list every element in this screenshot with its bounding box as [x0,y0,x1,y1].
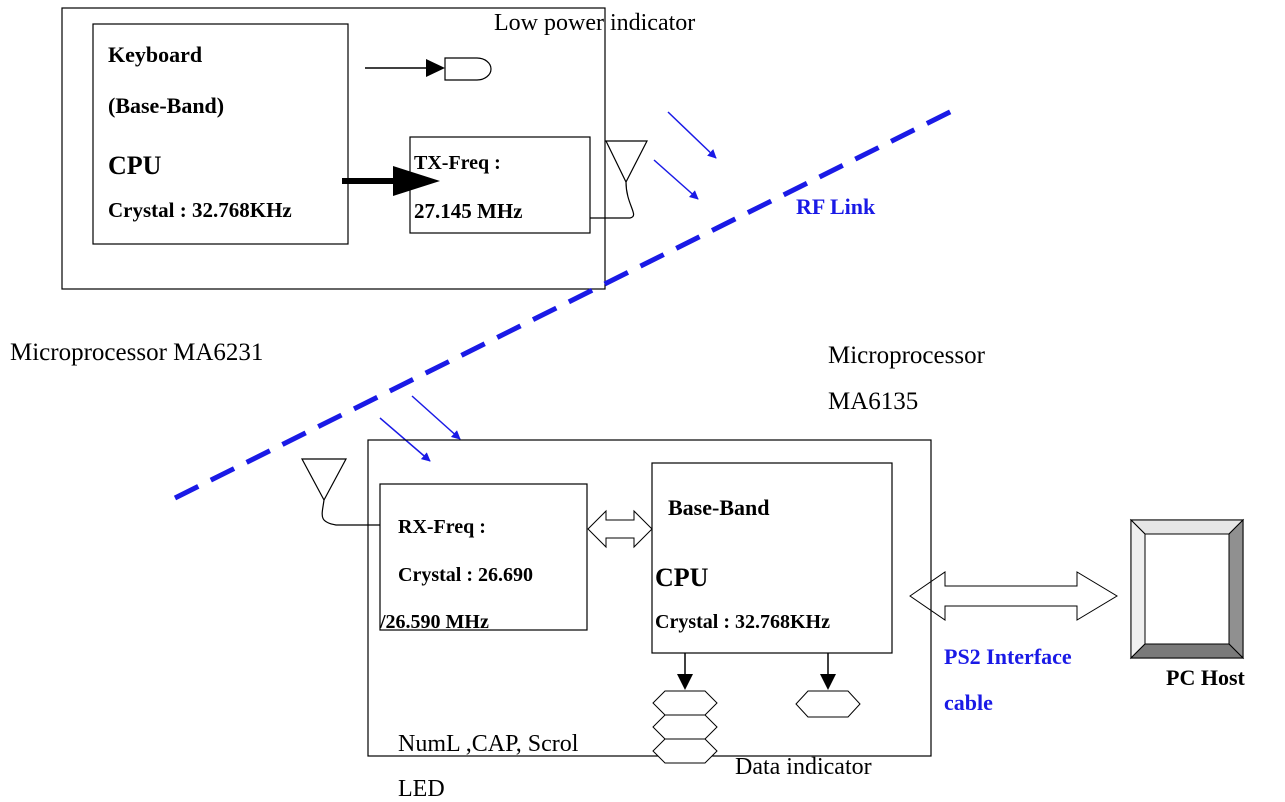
tx-antenna-wire [590,181,635,219]
rf-link-label: RF Link [796,194,876,219]
data-indicator-hexagon-icon [795,690,861,718]
rx-antenna-icon [300,458,348,502]
rf-signal-arrow-2 [653,159,699,200]
rx-signal-arrow-2 [411,395,461,440]
rx-freq-label-line3: /26.590 MHz [380,611,489,633]
receiver-baseband-label: Base-Band [668,495,770,520]
keyboard-title-line1: Keyboard [108,42,203,67]
ps2-interface-label-line1: PS2 Interface [944,644,1072,669]
tx-freq-label-line1: TX-Freq : [414,152,501,174]
arrow-head-icon [426,59,445,77]
pc-host-monitor-icon [1129,518,1245,660]
rx-baseband-double-arrow [587,509,653,549]
keyboard-microprocessor-label: Microprocessor MA6231 [10,339,264,366]
data-indicator-label: Data indicator [735,754,872,780]
led-label-line1: NumL ,CAP, Scrol [398,731,579,757]
receiver-cpu-label: CPU [655,563,709,592]
led-hexagon-icon [652,738,718,764]
ps2-double-arrow [909,571,1118,621]
tx-freq-label-line2: 27.145 MHz [414,199,523,223]
arrow-head-icon [677,674,693,690]
rf-signal-arrow-1 [667,111,717,159]
receiver-baseband-box [651,462,893,654]
led-hexagon-icon [652,714,718,740]
rx-freq-label-line2: Crystal : 26.690 [398,564,533,586]
arrow-head-icon [820,674,836,690]
ps2-interface-label-line2: cable [944,690,993,715]
receiver-microprocessor-line2: MA6135 [828,388,919,415]
receiver-microprocessor-line1: Microprocessor [828,342,985,369]
keyboard-baseband-box [92,23,349,245]
keyboard-cpu-label: CPU [108,151,162,180]
keyboard-title-line2: (Base-Band) [108,93,225,118]
led-hexagon-icon [652,690,718,716]
rx-freq-label-line1: RX-Freq : [398,516,486,538]
keyboard-crystal-label: Crystal : 32.768KHz [108,198,292,222]
rx-antenna-wire [321,499,380,526]
low-power-indicator-label: Low power indicator [494,10,696,36]
keyboard-outer-box [61,7,606,290]
tx-antenna-icon [605,140,648,184]
pc-host-label: PC Host [1166,665,1245,690]
receiver-crystal-label: Crystal : 32.768KHz [655,611,830,633]
low-power-indicator-shape [444,57,492,81]
thick-arrow-head-icon [393,166,440,196]
led-label-line2: LED [398,776,445,802]
rf-link-line [173,105,960,501]
rx-freq-box [379,483,588,631]
receiver-outer-box [367,439,932,757]
